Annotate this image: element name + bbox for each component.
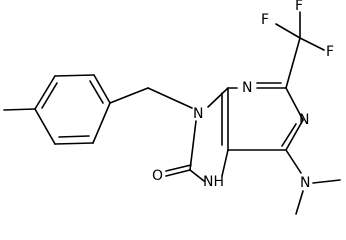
atom-label-nitrogen-n9: N [193, 106, 203, 122]
bond-ar3-ar4 [34, 75, 56, 110]
bond-ar6-ar1 [92, 102, 111, 144]
bond-ar4-methyl [3, 108, 36, 111]
atom-label-nitrogen-n7: NH [203, 174, 224, 190]
bond-ar4-ar5 [34, 108, 56, 145]
bond-ar1-ar2 [93, 74, 111, 104]
bond-namine-methyl-a [312, 179, 341, 184]
bond-c8-o-a [165, 169, 191, 177]
bond-n1-c6-inner [281, 123, 297, 147]
bond-n7-c5 [221, 149, 229, 177]
bond-c2-cf3 [285, 37, 301, 89]
bond-ar2-ar3 [54, 74, 95, 77]
bond-ar5-ar6 [54, 142, 94, 145]
bond-n9-ch2 [147, 87, 193, 109]
bond-c6-namine [285, 149, 302, 174]
molecule-structure: F F F N N N NH O N [3, 0, 341, 215]
atom-label-fluorine-left: F [261, 12, 269, 28]
bond-ar1-ar2-inner [89, 80, 104, 104]
bond-c8-o-b [165, 164, 192, 172]
bond-ar3-ar4-inner [41, 82, 58, 109]
bond-n9-c8 [189, 120, 197, 171]
bond-namine-methyl-b [295, 190, 304, 215]
bond-n1-c6 [285, 119, 304, 151]
bond-c-f-right [299, 37, 325, 51]
atom-label-fluorine-top: F [295, 0, 303, 14]
bond-c4-n9 [207, 87, 229, 108]
bonds [3, 11, 341, 215]
bond-ch2-aryl [109, 87, 149, 104]
bond-c8-n7 [189, 169, 205, 182]
bond-c2-n1 [285, 87, 304, 121]
bond-c-f-left [275, 23, 301, 39]
atom-labels: F F F N N N NH O N [152, 0, 334, 191]
atom-label-oxygen: O [152, 168, 163, 184]
atom-label-nitrogen-amine: N [300, 175, 310, 191]
atom-label-nitrogen-n3: N [242, 80, 252, 96]
atom-label-fluorine-right: F [326, 44, 334, 60]
atom-label-nitrogen-n1: N [299, 112, 309, 128]
bond-ar5-ar6-inner [58, 135, 90, 138]
